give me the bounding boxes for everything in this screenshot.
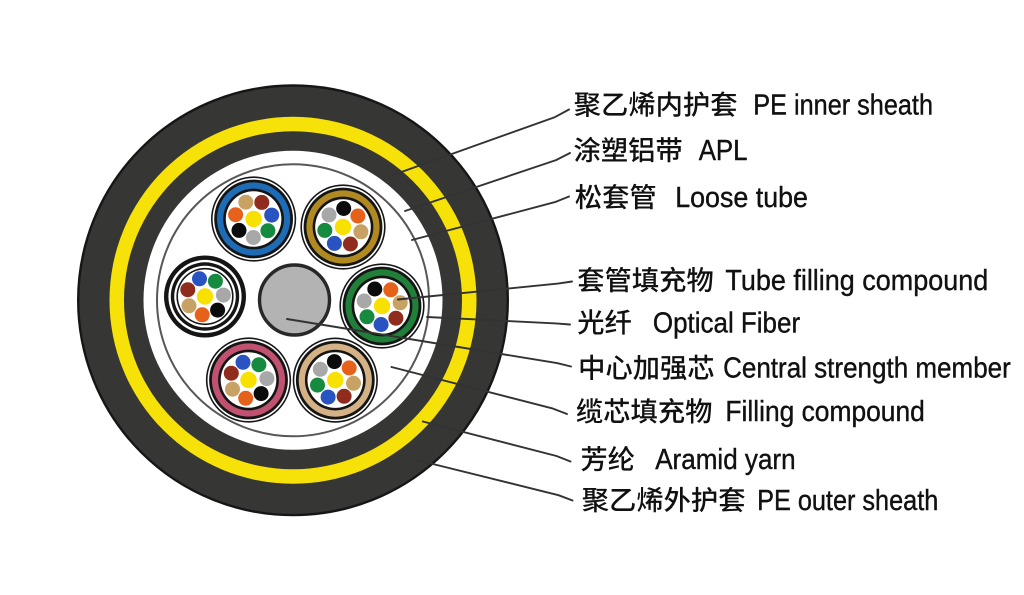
- svg-text:Aramid yarn: Aramid yarn: [655, 444, 795, 476]
- svg-text:Loose tube: Loose tube: [675, 182, 808, 214]
- svg-text:APL: APL: [699, 135, 748, 167]
- svg-text:Central strength member: Central strength member: [723, 353, 1011, 385]
- svg-text:Tube filling compound: Tube filling compound: [725, 265, 988, 297]
- svg-text:Filling compound: Filling compound: [725, 396, 924, 428]
- svg-text:PE inner sheath: PE inner sheath: [753, 90, 933, 122]
- svg-text:PE outer sheath: PE outer sheath: [757, 485, 938, 517]
- svg-text:Optical Fiber: Optical Fiber: [653, 307, 801, 339]
